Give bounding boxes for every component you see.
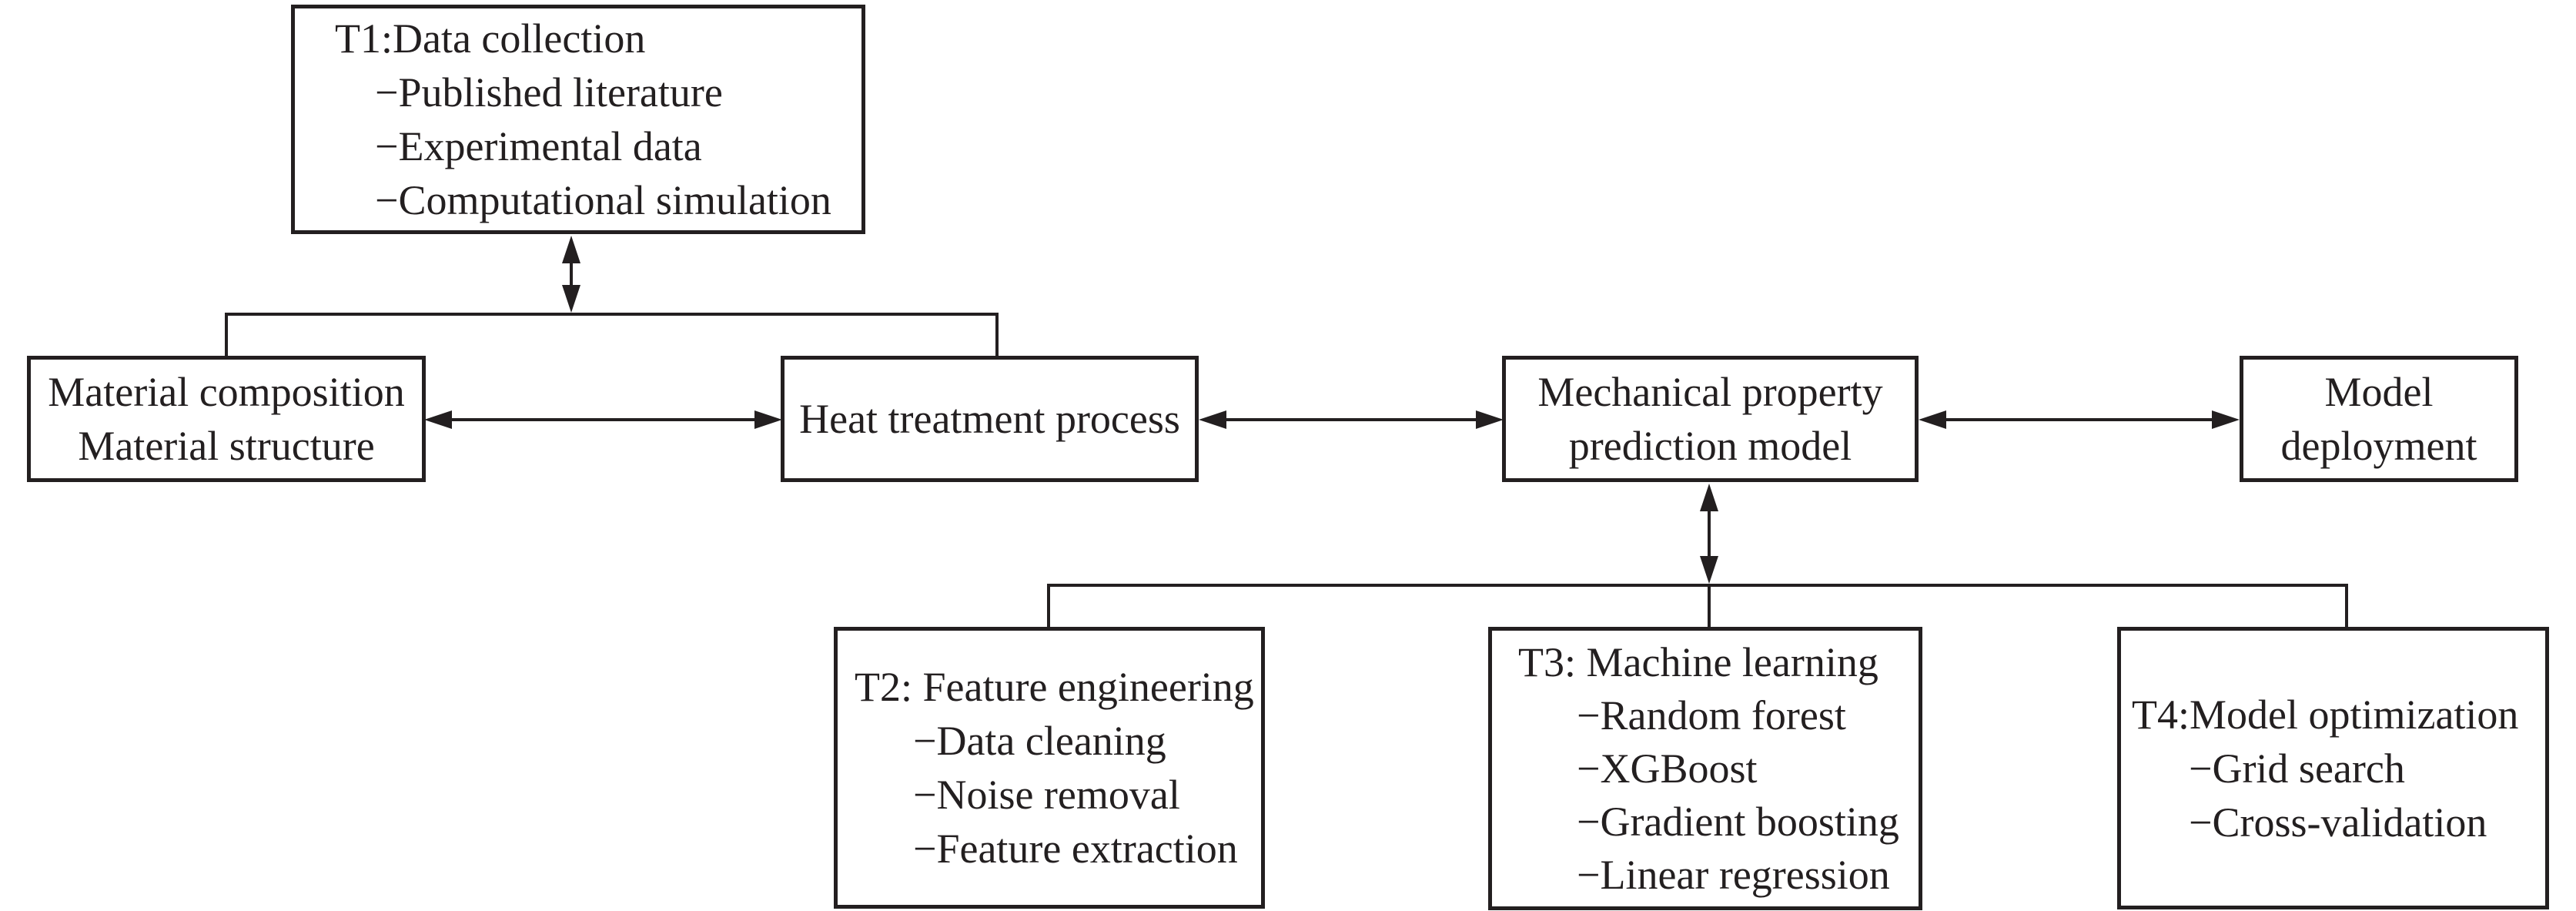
deployment-line-1: Model [2324, 369, 2434, 415]
heat-mechanical-double-arrow [1199, 410, 1504, 429]
material-composition-box: Material composition Material structure [27, 356, 426, 482]
t2-item: −Feature extraction [913, 826, 1238, 872]
t1-item: −Published literature [375, 69, 723, 116]
material-line-1: Material composition [48, 369, 405, 415]
t1-double-arrow [562, 236, 580, 313]
t1-item: −Computational simulation [375, 177, 831, 223]
t3-title: T3: Machine learning [1518, 638, 1878, 685]
mechanical-deployment-double-arrow [1919, 410, 2240, 429]
t3-item: −XGBoost [1577, 745, 1758, 792]
mechanical-line-2: prediction model [1568, 423, 1852, 469]
t1-data-collection-box: T1:Data collection −Published literature… [291, 5, 865, 234]
t3-item: −Random forest [1577, 692, 1846, 739]
t1-title: T1:Data collection [335, 15, 646, 62]
t3-machine-learning-box: T3: Machine learning −Random forest −XGB… [1488, 627, 1922, 910]
t2-item: −Noise removal [913, 772, 1180, 818]
t4-model-optimization-box: T4:Model optimization −Grid search −Cros… [2117, 627, 2549, 909]
t3-item: −Gradient boosting [1577, 798, 1899, 845]
material-heat-double-arrow [424, 410, 782, 429]
t1-bracket-connector [225, 313, 999, 357]
t4-item: −Cross-validation [2189, 799, 2487, 846]
t3-item: −Linear regression [1577, 851, 1890, 898]
heat-treatment-label: Heat treatment process [799, 396, 1180, 442]
mechanical-tasks-double-arrow [1700, 484, 1718, 584]
t1-item: −Experimental data [375, 123, 702, 169]
model-deployment-box: Model deployment [2240, 356, 2518, 482]
mechanical-line-1: Mechanical property [1537, 369, 1883, 415]
heat-treatment-box: Heat treatment process [781, 356, 1199, 482]
tasks-bracket-connector [1047, 584, 2348, 628]
deployment-line-2: deployment [2280, 423, 2477, 469]
t2-title: T2: Feature engineering [855, 664, 1254, 710]
t4-title: T4:Model optimization [2132, 691, 2519, 738]
material-line-2: Material structure [78, 423, 375, 469]
t2-item: −Data cleaning [913, 718, 1166, 764]
t2-feature-engineering-box: T2: Feature engineering −Data cleaning −… [834, 627, 1265, 909]
mechanical-property-box: Mechanical property prediction model [1502, 356, 1919, 482]
t4-item: −Grid search [2189, 745, 2405, 792]
